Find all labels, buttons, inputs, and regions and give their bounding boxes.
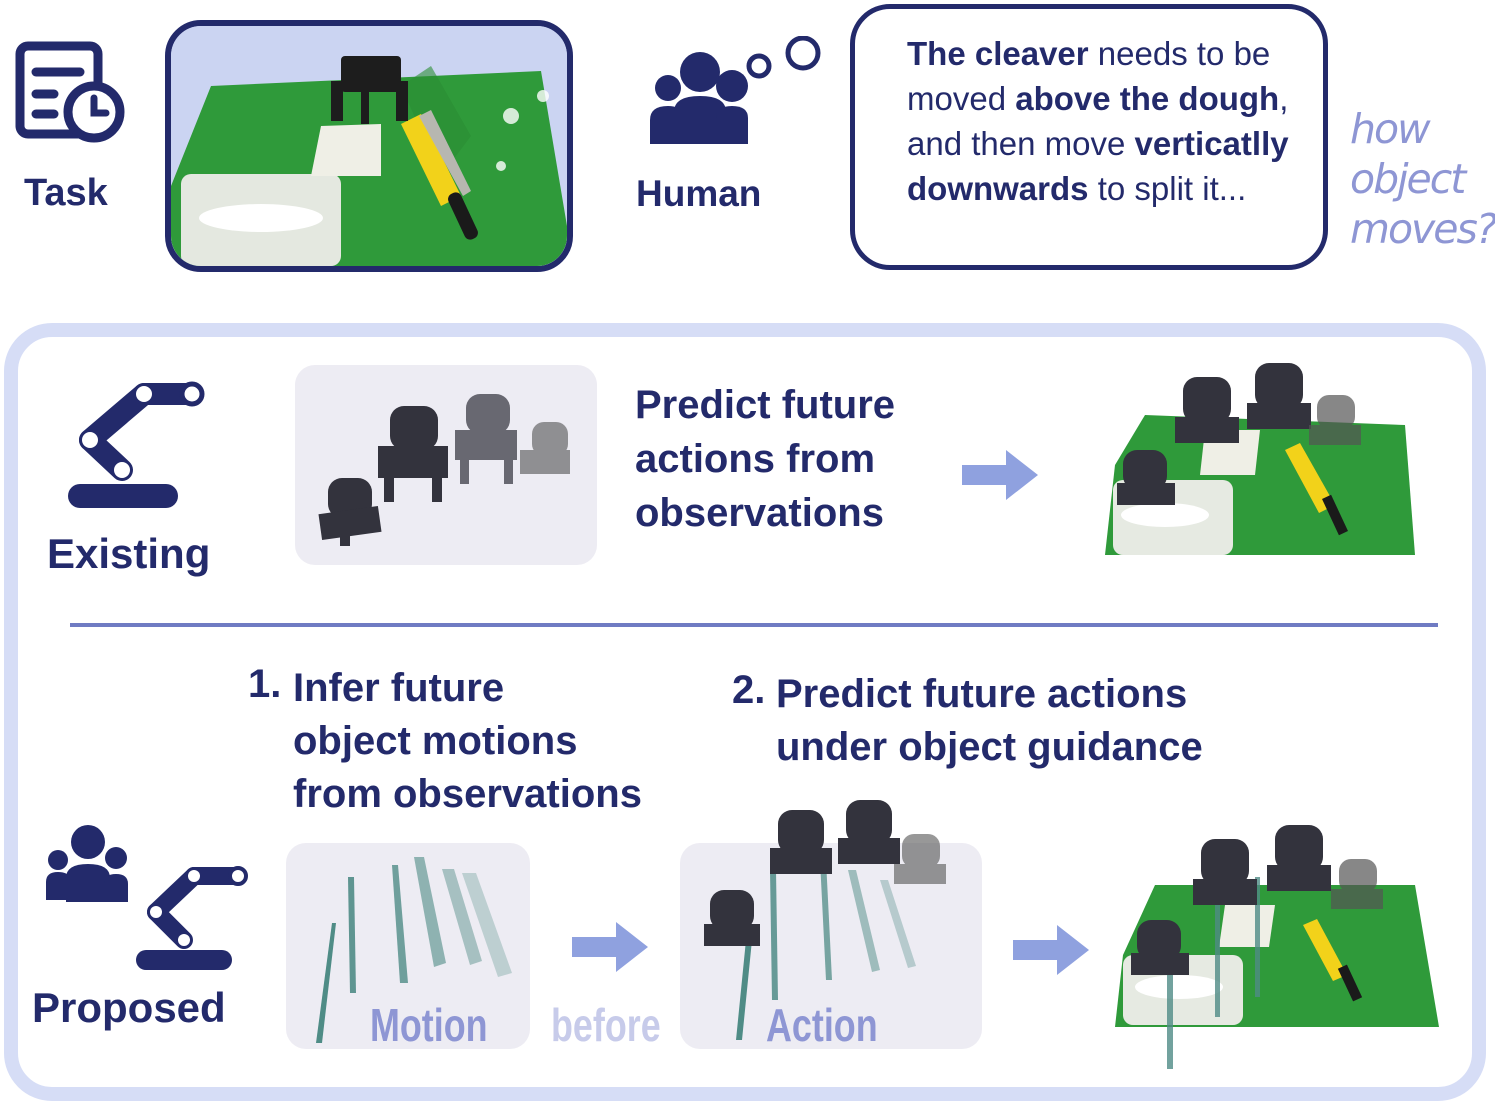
task-schedule-icon <box>15 41 125 143</box>
right-arrow-icon <box>962 450 1038 500</box>
right-arrow-icon <box>572 922 648 972</box>
speech-text: The cleaver needs to be moved above the … <box>907 35 1289 207</box>
step2-description: Predict future actions under object guid… <box>776 672 1203 769</box>
existing-label: Existing <box>47 530 211 577</box>
speech-bubble: The cleaver needs to be moved above the … <box>850 4 1328 270</box>
gripper-icon <box>318 394 570 546</box>
step1-number: 1. <box>248 662 282 706</box>
action-label: Action <box>766 999 878 1051</box>
question-text: how object moves? <box>1350 105 1495 253</box>
step1-description: Infer future object motions from observa… <box>293 666 642 816</box>
cleaver-icon <box>316 857 512 1043</box>
existing-description: Predict future actions from observations <box>635 383 896 535</box>
people-icon <box>650 36 821 144</box>
gripper-with-cleaver-icon <box>704 800 946 1040</box>
step2-number: 2. <box>732 668 766 712</box>
people-and-robot-icon <box>46 825 248 970</box>
human-label: Human <box>636 173 762 214</box>
right-arrow-icon <box>1013 925 1089 975</box>
motion-box <box>286 843 530 1049</box>
existing-result-scene <box>1105 363 1415 555</box>
section-divider <box>70 623 1438 627</box>
before-label: before <box>551 999 661 1051</box>
proposed-result-scene <box>1115 825 1439 1069</box>
task-label: Task <box>24 172 108 214</box>
robot-arm-icon <box>68 381 205 508</box>
robot-arm-icon <box>136 866 248 970</box>
people-icon <box>46 825 128 902</box>
proposed-label: Proposed <box>32 984 226 1031</box>
motion-label: Motion <box>370 999 488 1051</box>
thought-bubble-icon <box>746 36 821 79</box>
task-scene-image <box>165 20 573 272</box>
